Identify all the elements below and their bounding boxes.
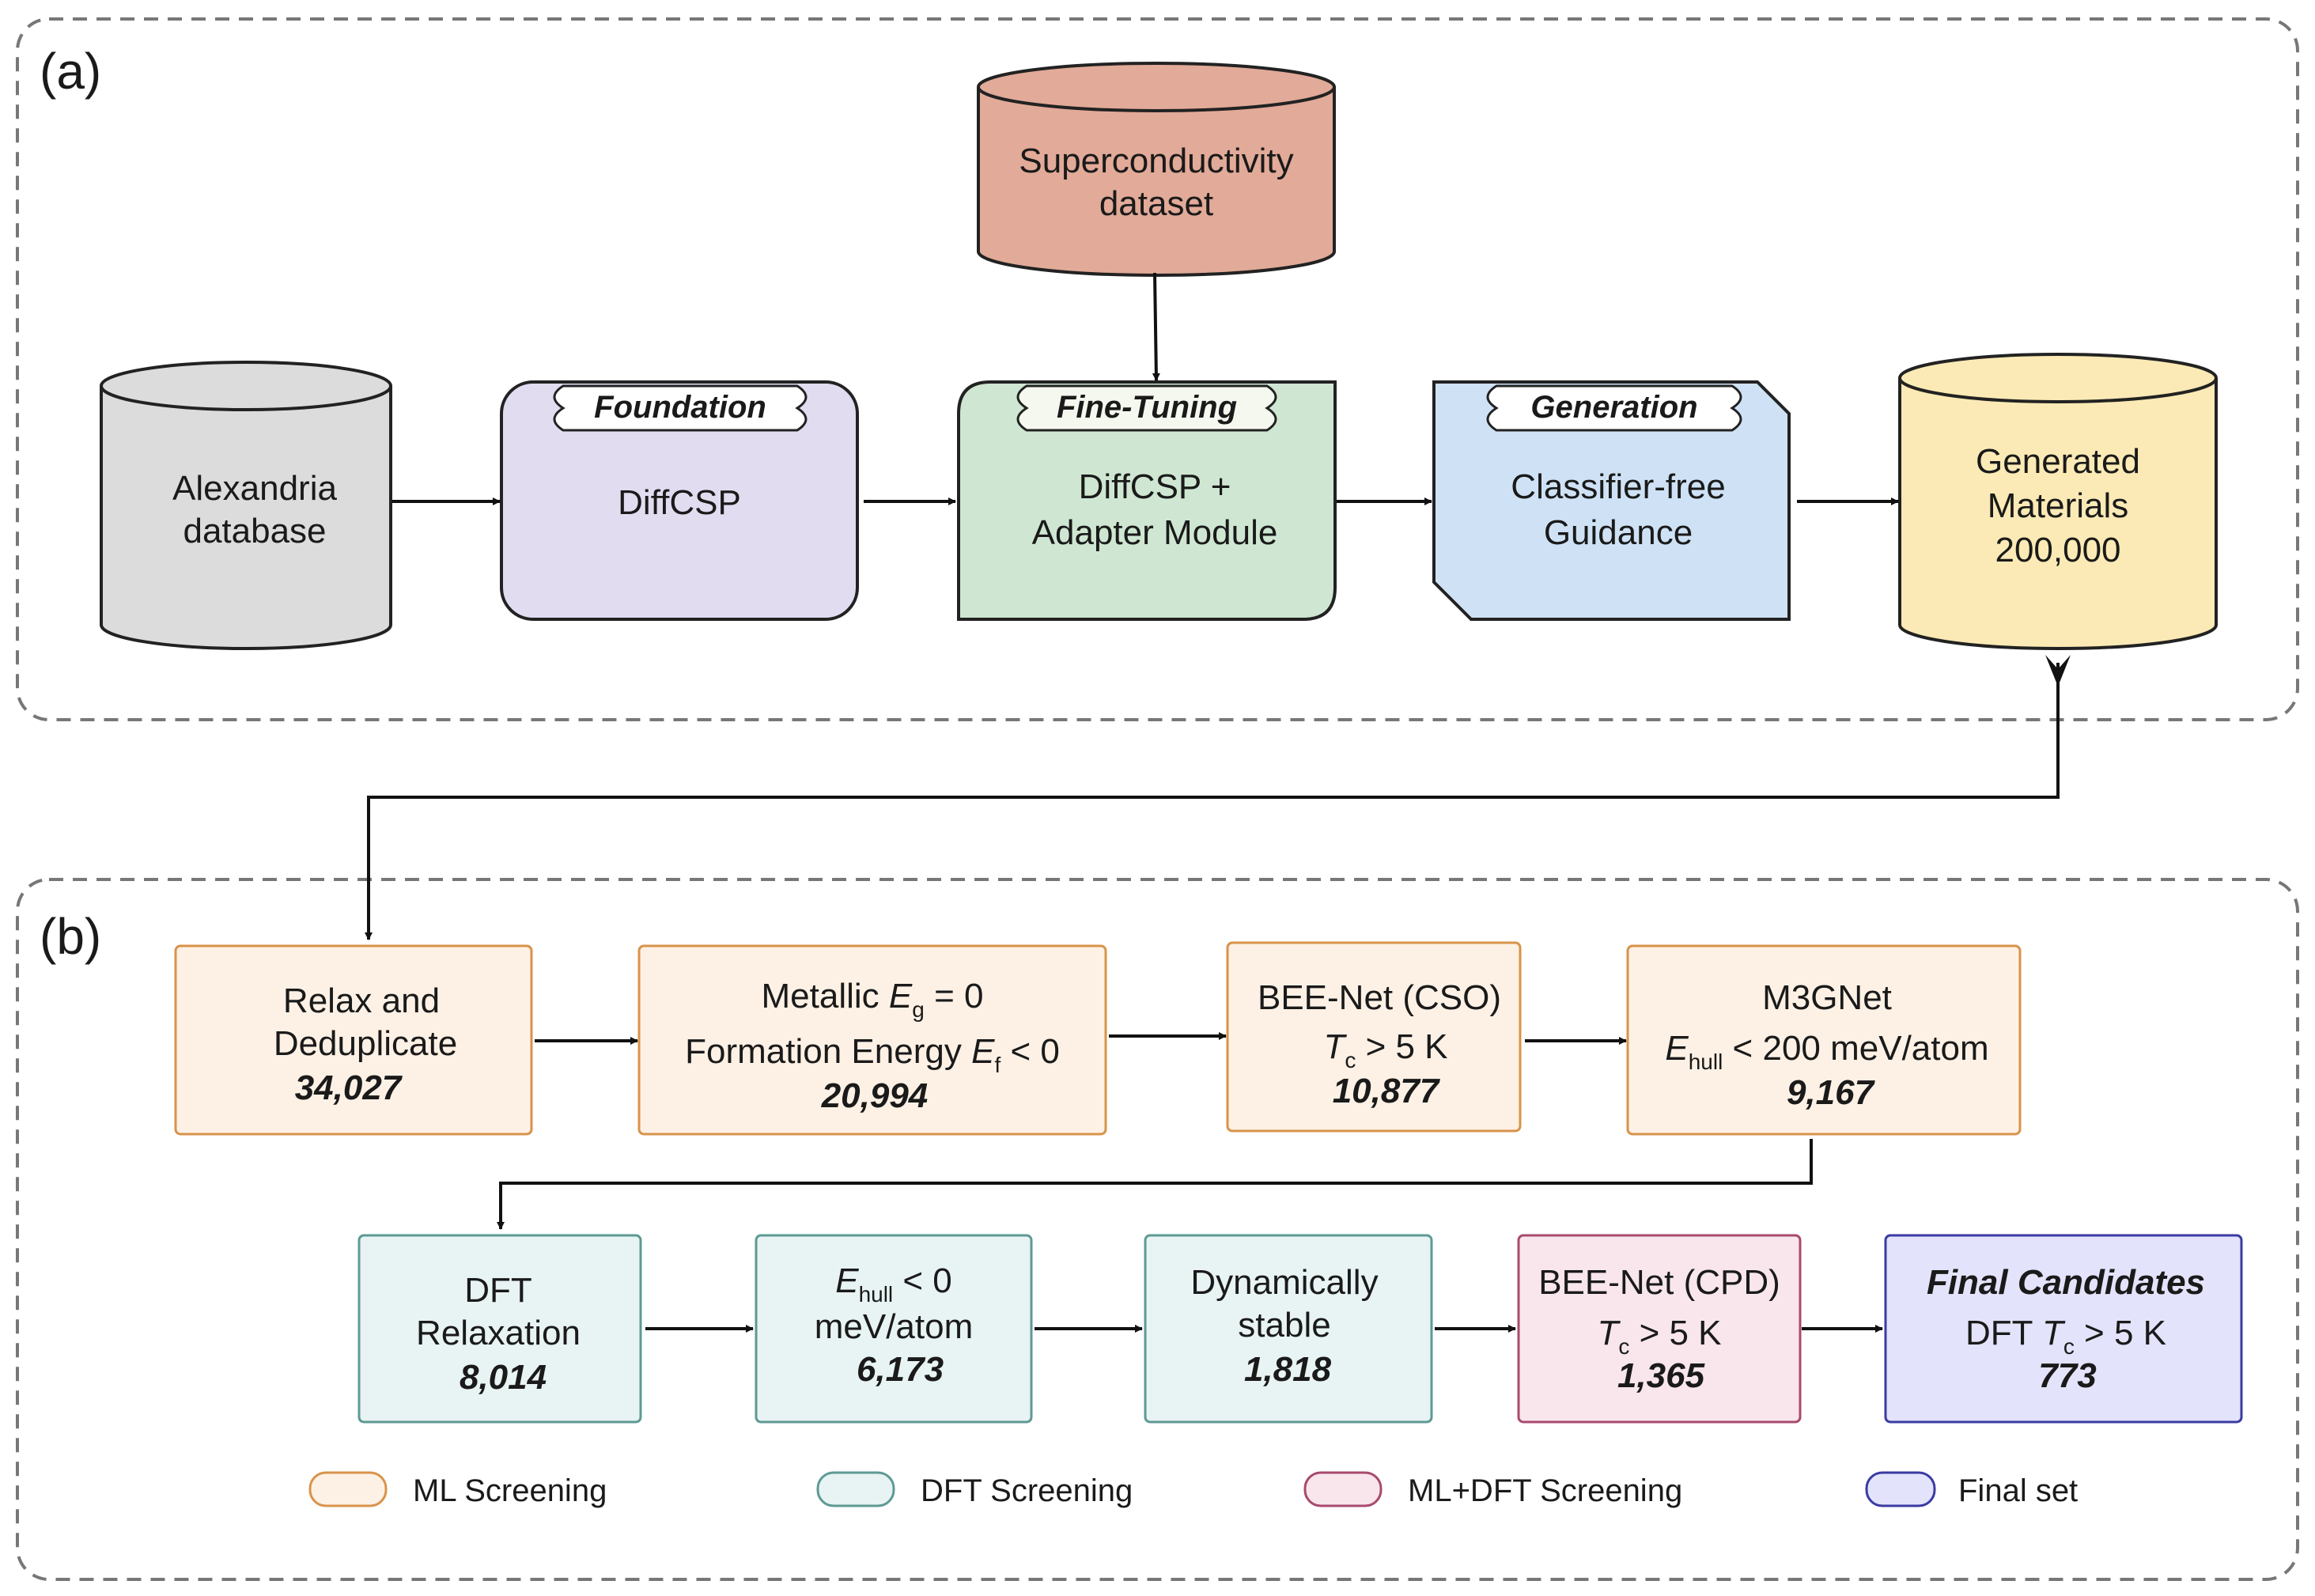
beenet-cpd-condition: Tc > 5 K xyxy=(1597,1314,1721,1359)
legend-label-ml: ML Screening xyxy=(413,1473,607,1508)
arrow-superconductivity-to-finetuning xyxy=(1152,272,1160,381)
generated-label-2: Materials xyxy=(1988,486,2129,525)
finetuning-node: Fine-Tuning DiffCSP + Adapter Module xyxy=(957,380,1337,621)
ehull-condition: Ehull < 0 xyxy=(835,1261,952,1307)
beenet-cpd-label: BEE-Net (CPD) xyxy=(1538,1263,1780,1302)
dynamically-stable-node: Dynamically stable 1,818 xyxy=(1144,1234,1433,1424)
legend: ML Screening DFT Screening ML+DFT Screen… xyxy=(308,1471,2078,1508)
generation-tag: Generation xyxy=(1530,390,1697,425)
dynamically-stable-label-1: Dynamically xyxy=(1190,1263,1378,1302)
superconductivity-label-1: Superconductivity xyxy=(1019,142,1293,180)
legend-swatch-dft xyxy=(816,1471,895,1507)
metallic-formation-node: Metallic Eg = 0 Formation Energy Ef < 0 … xyxy=(637,944,1107,1136)
generation-label-1: Classifier-free xyxy=(1511,467,1725,506)
beenet-cpd-count: 1,365 xyxy=(1617,1356,1705,1395)
panel-a-label: (a) xyxy=(40,43,101,100)
superconductivity-dataset-node: Superconductivity dataset xyxy=(977,62,1336,277)
relax-count: 34,027 xyxy=(295,1068,403,1107)
m3gnet-count: 9,167 xyxy=(1787,1073,1876,1112)
alexandria-label-1: Alexandria xyxy=(172,469,337,508)
generated-label-1: Generated xyxy=(1976,442,2140,481)
metallic-count: 20,994 xyxy=(821,1076,929,1115)
generated-label-3: 200,000 xyxy=(1995,531,2120,569)
generation-node: Generation Classifier-free Guidance xyxy=(1432,380,1791,621)
relax-label-2: Deduplicate xyxy=(274,1024,457,1063)
dft-relaxation-node: DFT Relaxation 8,014 xyxy=(357,1234,642,1424)
final-candidates-count: 773 xyxy=(2038,1356,2096,1395)
ehull-node: Ehull < 0 meV/atom 6,173 xyxy=(755,1234,1033,1424)
foundation-label: DiffCSP xyxy=(618,483,741,522)
dynamically-stable-count: 1,818 xyxy=(1244,1350,1332,1389)
m3gnet-node: M3GNet Ehull < 200 meV/atom 9,167 xyxy=(1626,944,2022,1136)
beenet-cso-count: 10,877 xyxy=(1333,1072,1441,1110)
m3gnet-label: M3GNet xyxy=(1762,978,1892,1017)
beenet-cso-condition: Tc > 5 K xyxy=(1323,1027,1447,1072)
connector-generated-to-panel-b xyxy=(365,663,2060,940)
beenet-cso-node: BEE-Net (CSO) Tc > 5 K 10,877 xyxy=(1226,941,1522,1133)
finetuning-tag: Fine-Tuning xyxy=(1057,390,1237,425)
alexandria-label-2: database xyxy=(183,512,326,550)
legend-swatch-mldft xyxy=(1303,1471,1383,1507)
foundation-node: Foundation DiffCSP xyxy=(500,380,859,621)
formation-energy-label: Formation Energy Ef < 0 xyxy=(685,1032,1060,1077)
legend-label-dft: DFT Screening xyxy=(921,1473,1133,1508)
panel-a-frame xyxy=(16,17,2299,721)
finetuning-label-2: Adapter Module xyxy=(1032,513,1278,552)
finetuning-label-1: DiffCSP + xyxy=(1079,467,1231,506)
panel-b-label: (b) xyxy=(40,908,101,965)
superconductivity-label-2: dataset xyxy=(1099,184,1213,223)
legend-label-mldft: ML+DFT Screening xyxy=(1408,1473,1682,1508)
beenet-cpd-node: BEE-Net (CPD) Tc > 5 K 1,365 xyxy=(1517,1234,1802,1424)
connector-head-generated xyxy=(2045,655,2071,686)
final-candidates-node: Final Candidates DFT Tc > 5 K 773 xyxy=(1884,1234,2243,1424)
panel-b-frame xyxy=(16,878,2299,1581)
final-candidates-label: Final Candidates xyxy=(1927,1263,2205,1302)
legend-swatch-final xyxy=(1865,1471,1936,1507)
generated-materials-node: Generated Materials 200,000 xyxy=(1898,353,2218,650)
beenet-cso-label: BEE-Net (CSO) xyxy=(1258,978,1501,1017)
generation-label-2: Guidance xyxy=(1544,513,1693,552)
dft-relaxation-label-2: Relaxation xyxy=(416,1314,581,1352)
relax-label-1: Relax and xyxy=(283,981,440,1020)
m3gnet-condition: Ehull < 200 meV/atom xyxy=(1665,1029,1988,1074)
metallic-label: Metallic Eg = 0 xyxy=(762,977,984,1022)
ehull-unit: meV/atom xyxy=(815,1307,974,1346)
connector-row1-to-row2 xyxy=(497,1139,1813,1230)
dft-relaxation-label-1: DFT xyxy=(464,1271,532,1310)
ehull-count: 6,173 xyxy=(857,1350,944,1389)
legend-label-final: Final set xyxy=(1958,1473,2078,1508)
alexandria-database-node: Alexandria database xyxy=(100,361,392,650)
final-candidates-condition: DFT Tc > 5 K xyxy=(1965,1314,2166,1359)
legend-swatch-ml xyxy=(308,1471,388,1507)
dft-relaxation-count: 8,014 xyxy=(460,1358,547,1397)
dynamically-stable-label-2: stable xyxy=(1238,1306,1330,1344)
foundation-tag: Foundation xyxy=(594,390,766,425)
relax-deduplicate-node: Relax and Deduplicate 34,027 xyxy=(174,944,533,1136)
